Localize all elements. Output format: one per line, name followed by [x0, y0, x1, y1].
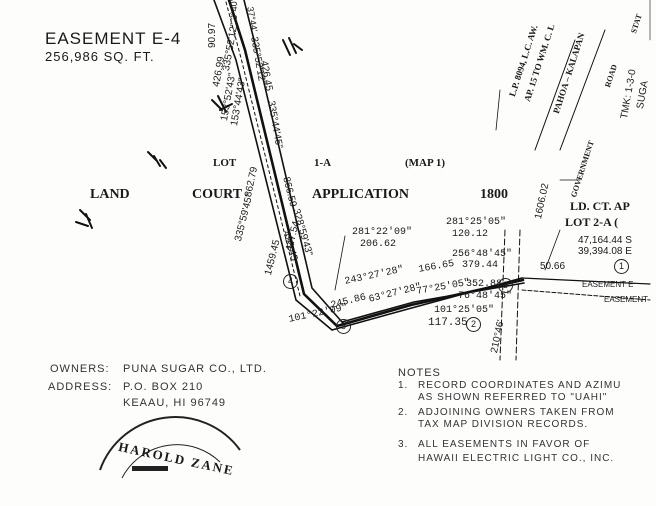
hatch-marks-3 [147, 151, 167, 169]
note-2-number: 2. [398, 407, 409, 418]
easement-center-line [227, 0, 525, 328]
note-1-number: 1. [398, 380, 409, 391]
easement-label-1: EASEMENT E [582, 280, 634, 289]
note-1-line-2: AS SHOWN REFERRED TO "UAHI" [418, 392, 608, 403]
note-3-line-1: ALL EASEMENTS IN FAVOR OF [418, 439, 591, 450]
land-court-word-3: APPLICATION [312, 187, 409, 202]
address-line-2: KEAAU, HI 96749 [123, 397, 227, 409]
easement-name: EASEMENT E-4 [45, 29, 182, 48]
surveyor-stamp [99, 416, 241, 479]
lot-id: 1-A [314, 157, 332, 169]
hatch-marks-2 [211, 95, 233, 113]
easement-inner-line [243, 0, 525, 323]
course-20: 379.44 [462, 260, 499, 271]
road-diagonal [534, 39, 576, 151]
land-court-word-1: LAND [90, 187, 130, 202]
lot-label: LOT [213, 157, 237, 169]
course-17: 281°25'05" [446, 217, 507, 228]
easement-label-2: EASEMENT [604, 295, 649, 304]
course-32: 50.66 [540, 261, 566, 272]
course-26: 101°25'05" [434, 305, 495, 316]
callout-1: 1 [614, 259, 629, 274]
owners-value: PUNA SUGAR CO., LTD. [123, 363, 267, 375]
easement-tail [521, 277, 651, 285]
notes-title: NOTES [398, 367, 441, 379]
callout-5: 5 [336, 319, 351, 334]
course-19: 256°48'45" [452, 249, 513, 260]
hatch-marks-4 [75, 209, 93, 229]
address-line-1: P.O. BOX 210 [123, 381, 204, 393]
note-2-line-2: TAX MAP DIVISION RECORDS. [418, 419, 589, 430]
course-27: 117.35 [428, 317, 468, 329]
course-18: 120.12 [452, 229, 489, 240]
road-line-2 [515, 229, 521, 361]
land-court-number: 1800 [480, 187, 508, 202]
course-16: 206.62 [360, 239, 397, 250]
right-area-1: 47,164.44 S [578, 235, 632, 246]
owners-label: OWNERS: [50, 363, 110, 375]
leader-line [544, 229, 561, 271]
land-court-word-2: COURT [192, 187, 243, 202]
right-area-2: 39,394.08 E [578, 246, 632, 257]
note-3-line-2: HAWAII ELECTRIC LIGHT CO., INC. [418, 453, 615, 464]
ld-ct-app: LD. CT. AP [570, 199, 630, 213]
stamp-bar [132, 466, 168, 471]
road-diagonal-2 [559, 29, 606, 151]
course-36: 90.97 [207, 22, 218, 48]
dashed-route [225, 1, 301, 297]
address-label: ADDRESS: [48, 381, 113, 393]
course-25: 76°48'45" [458, 291, 513, 302]
easement-outer-line [213, 0, 523, 331]
map-reference: (MAP 1) [405, 157, 446, 169]
course-15: 281°22'09" [352, 227, 413, 238]
arrow-up [495, 89, 501, 131]
course-24: 352.88 [466, 279, 503, 290]
note-1-line-1: RECORD COORDINATES AND AZIMU [418, 380, 622, 391]
note-3-number: 3. [398, 439, 409, 450]
callout-2: 2 [466, 317, 481, 332]
leader-line-2 [334, 235, 346, 291]
easement-area: 256,986 SQ. FT. [45, 49, 155, 64]
road-line-1 [499, 229, 506, 361]
course-34: 3°40' [229, 0, 239, 20]
hatch-marks-1 [282, 37, 303, 56]
right-lot: LOT 2-A ( [565, 215, 619, 229]
callout-4: 4 [283, 274, 298, 289]
easement-tail-2 [521, 289, 651, 301]
callout-3: 3 [498, 278, 513, 293]
note-2-line-1: ADJOINING OWNERS TAKEN FROM [418, 407, 615, 418]
